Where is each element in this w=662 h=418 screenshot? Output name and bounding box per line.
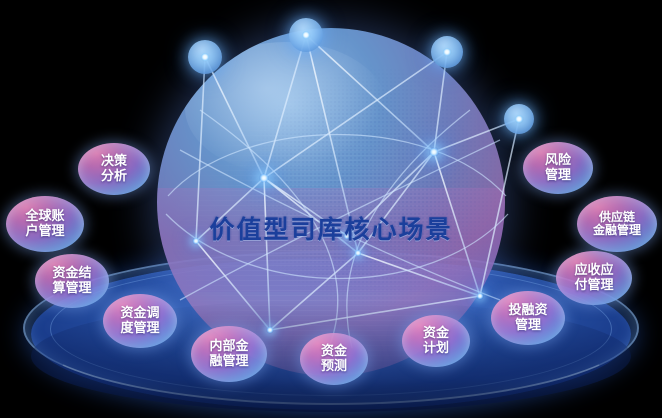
scenario-bubble-label-line: 决策 — [100, 153, 127, 169]
scenario-bubble-label-line: 全球账 — [25, 208, 65, 224]
scenario-bubble-label-line: 资金 — [422, 325, 449, 341]
network-node-g — [192, 237, 200, 245]
scenario-bubble-label-line: 户管理 — [25, 223, 65, 238]
satellite-node-4 — [504, 104, 534, 134]
scenario-bubble-global-account-mgmt[interactable]: 全球账户管理 — [6, 196, 84, 252]
scenario-bubble-label-line: 管理 — [514, 317, 541, 332]
scenario-bubble-label: 供应链金融管理 — [592, 209, 641, 238]
network-node-f — [343, 232, 351, 240]
scenario-bubble-receivable-payable-mgmt[interactable]: 应收应付管理 — [556, 251, 632, 305]
scenario-bubble-fund-forecast[interactable]: 资金预测 — [300, 333, 368, 385]
scenario-bubble-label-line: 资金 — [320, 343, 347, 359]
scenario-bubble-label-line: 投融资 — [508, 302, 548, 318]
scenario-bubble-fund-settlement-mgmt[interactable]: 资金结算管理 — [35, 254, 109, 308]
scenario-bubble-label: 内部金融管理 — [209, 339, 248, 368]
scenario-bubble-label: 全球账户管理 — [25, 209, 64, 238]
scenario-bubble-label-line: 内部金 — [209, 338, 249, 354]
network-node-d — [266, 326, 274, 334]
scenario-bubble-label-line: 应收应 — [574, 262, 614, 278]
scenario-bubble-label: 决策分析 — [101, 154, 127, 183]
scenario-bubble-label: 应收应付管理 — [574, 263, 613, 292]
network-node-b — [429, 147, 439, 157]
scenario-bubble-fund-dispatch-mgmt[interactable]: 资金调度管理 — [103, 294, 177, 348]
scenario-bubble-label-line: 供应链 — [598, 209, 635, 224]
scenario-bubble-label-line: 风险 — [544, 152, 571, 168]
scenario-bubble-label-line: 管理 — [544, 167, 571, 182]
scenario-bubble-decision-analysis[interactable]: 决策分析 — [78, 143, 150, 195]
scenario-bubble-label-line: 融管理 — [209, 353, 249, 368]
scenario-bubble-label-line: 算管理 — [52, 280, 92, 295]
scenario-bubble-label-line: 付管理 — [574, 277, 614, 292]
scenario-bubble-label-line: 度管理 — [120, 320, 160, 335]
satellite-core-glow-icon — [514, 114, 524, 124]
satellite-node-3 — [431, 36, 463, 68]
scenario-bubble-label-line: 计划 — [422, 340, 449, 355]
satellite-core-glow-icon — [200, 52, 210, 62]
scenario-bubble-label: 资金结算管理 — [52, 266, 91, 295]
satellite-core-glow-icon — [442, 47, 452, 57]
scenario-bubble-supply-chain-finance-mgmt[interactable]: 供应链金融管理 — [577, 196, 657, 252]
scenario-bubble-label-line: 分析 — [100, 168, 127, 183]
satellite-core-glow-icon — [301, 30, 311, 40]
network-node-e — [476, 292, 484, 300]
satellite-node-2 — [289, 18, 323, 52]
scenario-bubble-label-line: 资金调 — [120, 305, 160, 321]
network-node-a — [259, 173, 269, 183]
scenario-bubble-label-line: 金融管理 — [592, 223, 641, 237]
scenario-bubble-label: 风险管理 — [545, 153, 571, 182]
scenario-bubble-label: 投融资管理 — [508, 303, 547, 332]
network-node-c — [354, 249, 362, 257]
page-title: 价值型司库核心场景 — [209, 216, 453, 244]
scenario-bubble-fund-plan[interactable]: 资金计划 — [402, 315, 470, 367]
scenario-bubble-internal-finance-mgmt[interactable]: 内部金融管理 — [191, 326, 267, 382]
satellite-node-1 — [188, 40, 222, 74]
scenario-bubble-label: 资金预测 — [321, 344, 347, 373]
scenario-bubble-label: 资金调度管理 — [120, 306, 159, 335]
scenario-bubble-risk-mgmt[interactable]: 风险管理 — [523, 142, 593, 194]
scenario-bubble-investment-financing-mgmt[interactable]: 投融资管理 — [491, 291, 565, 345]
scenario-bubble-label-line: 资金结 — [52, 265, 92, 281]
scenario-bubble-label-line: 预测 — [320, 358, 347, 373]
scenario-bubble-label: 资金计划 — [423, 326, 449, 355]
